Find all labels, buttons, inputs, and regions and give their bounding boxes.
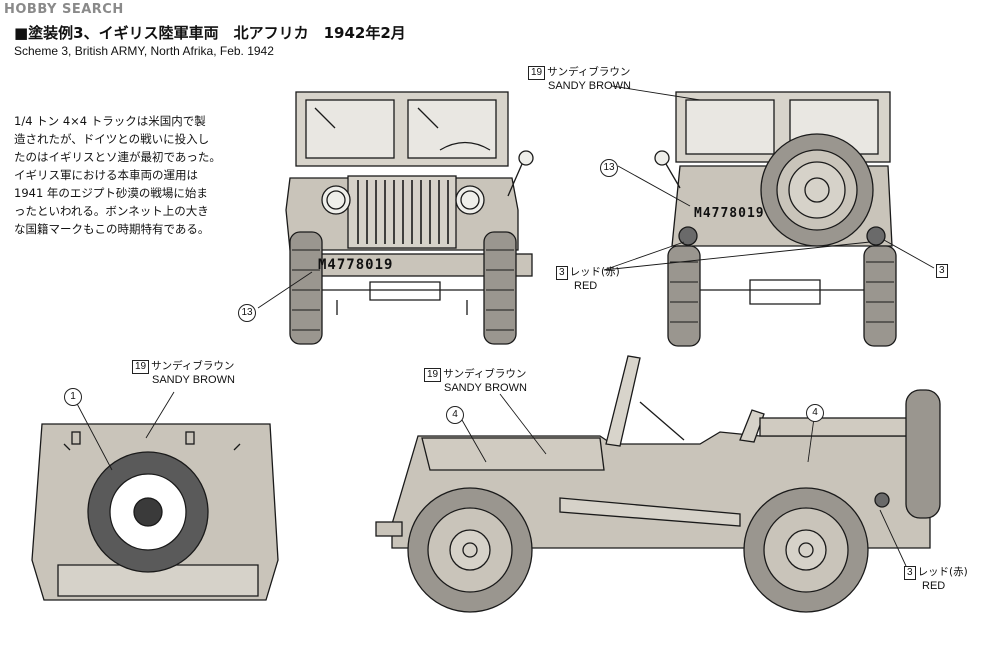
description-line: な国籍マークもこの時期特有である。 xyxy=(14,222,210,236)
description-line: ったといわれる。ボンネット上の大き xyxy=(14,204,209,218)
description-text: 1/4 トン 4×4 トラックは米国内で製 造されたが、ドイツとの戦いに投入し … xyxy=(14,112,254,238)
callout-number: 13 xyxy=(600,158,618,177)
rear-callout-3-right: 3 xyxy=(936,264,950,278)
color-name-en: RED xyxy=(574,280,598,292)
rear-callout-13: 13 xyxy=(600,155,618,177)
rear-view-drawing xyxy=(603,85,935,347)
watermark-logo: HOBBY SEARCH xyxy=(4,2,124,17)
callout-number: 4 xyxy=(806,403,824,422)
side-view-drawing xyxy=(375,355,941,613)
side-callout-4-left: 4 xyxy=(446,402,464,424)
color-name-en: RED xyxy=(922,580,946,592)
color-name-ja: サンディブラウン xyxy=(547,66,631,78)
hood-callout-1: 1 xyxy=(64,384,82,406)
scheme-subtitle: Scheme 3, British ARMY, North Afrika, Fe… xyxy=(14,44,274,58)
color-name-en: SANDY BROWN xyxy=(548,80,631,92)
description-line: たのはイギリスとソ連が最初であった。 xyxy=(14,150,221,164)
callout-number: 19 xyxy=(528,66,546,80)
description-line: イギリス軍における本車両の運用は xyxy=(14,168,198,182)
color-name-ja: サンディブラウン xyxy=(151,360,235,372)
callout-number: 3 xyxy=(556,266,568,280)
color-name-ja: レッド(赤) xyxy=(917,566,968,578)
description-line: 1941 年のエジプト砂漠の戦場に始ま xyxy=(14,186,208,200)
rear-registration-plate: M4778019 xyxy=(694,206,765,221)
color-name-en: SANDY BROWN xyxy=(444,382,527,394)
callout-number: 3 xyxy=(904,566,916,580)
color-name-en: SANDY BROWN xyxy=(152,374,235,386)
callout-number: 19 xyxy=(424,368,442,382)
color-name-ja: レッド(赤) xyxy=(569,266,620,278)
callout-number: 1 xyxy=(64,387,82,406)
callout-number: 3 xyxy=(936,264,948,278)
callout-number: 13 xyxy=(238,303,256,322)
side-callout-4-right: 4 xyxy=(806,400,824,422)
front-callout-13: 13 xyxy=(238,300,256,322)
color-name-ja: サンディブラウン xyxy=(443,368,527,380)
scheme-title: ■塗装例3、イギリス陸軍車両 北アフリカ 1942年2月 xyxy=(14,24,406,42)
description-line: 造されたが、ドイツとの戦いに投入し xyxy=(14,132,210,146)
description-line: 1/4 トン 4×4 トラックは米国内で製 xyxy=(14,114,206,128)
callout-number: 19 xyxy=(132,360,150,374)
hood-drawing xyxy=(31,391,279,601)
front-view-drawing xyxy=(257,91,534,345)
front-registration-plate: M4778019 xyxy=(318,257,394,273)
callout-number: 4 xyxy=(446,405,464,424)
